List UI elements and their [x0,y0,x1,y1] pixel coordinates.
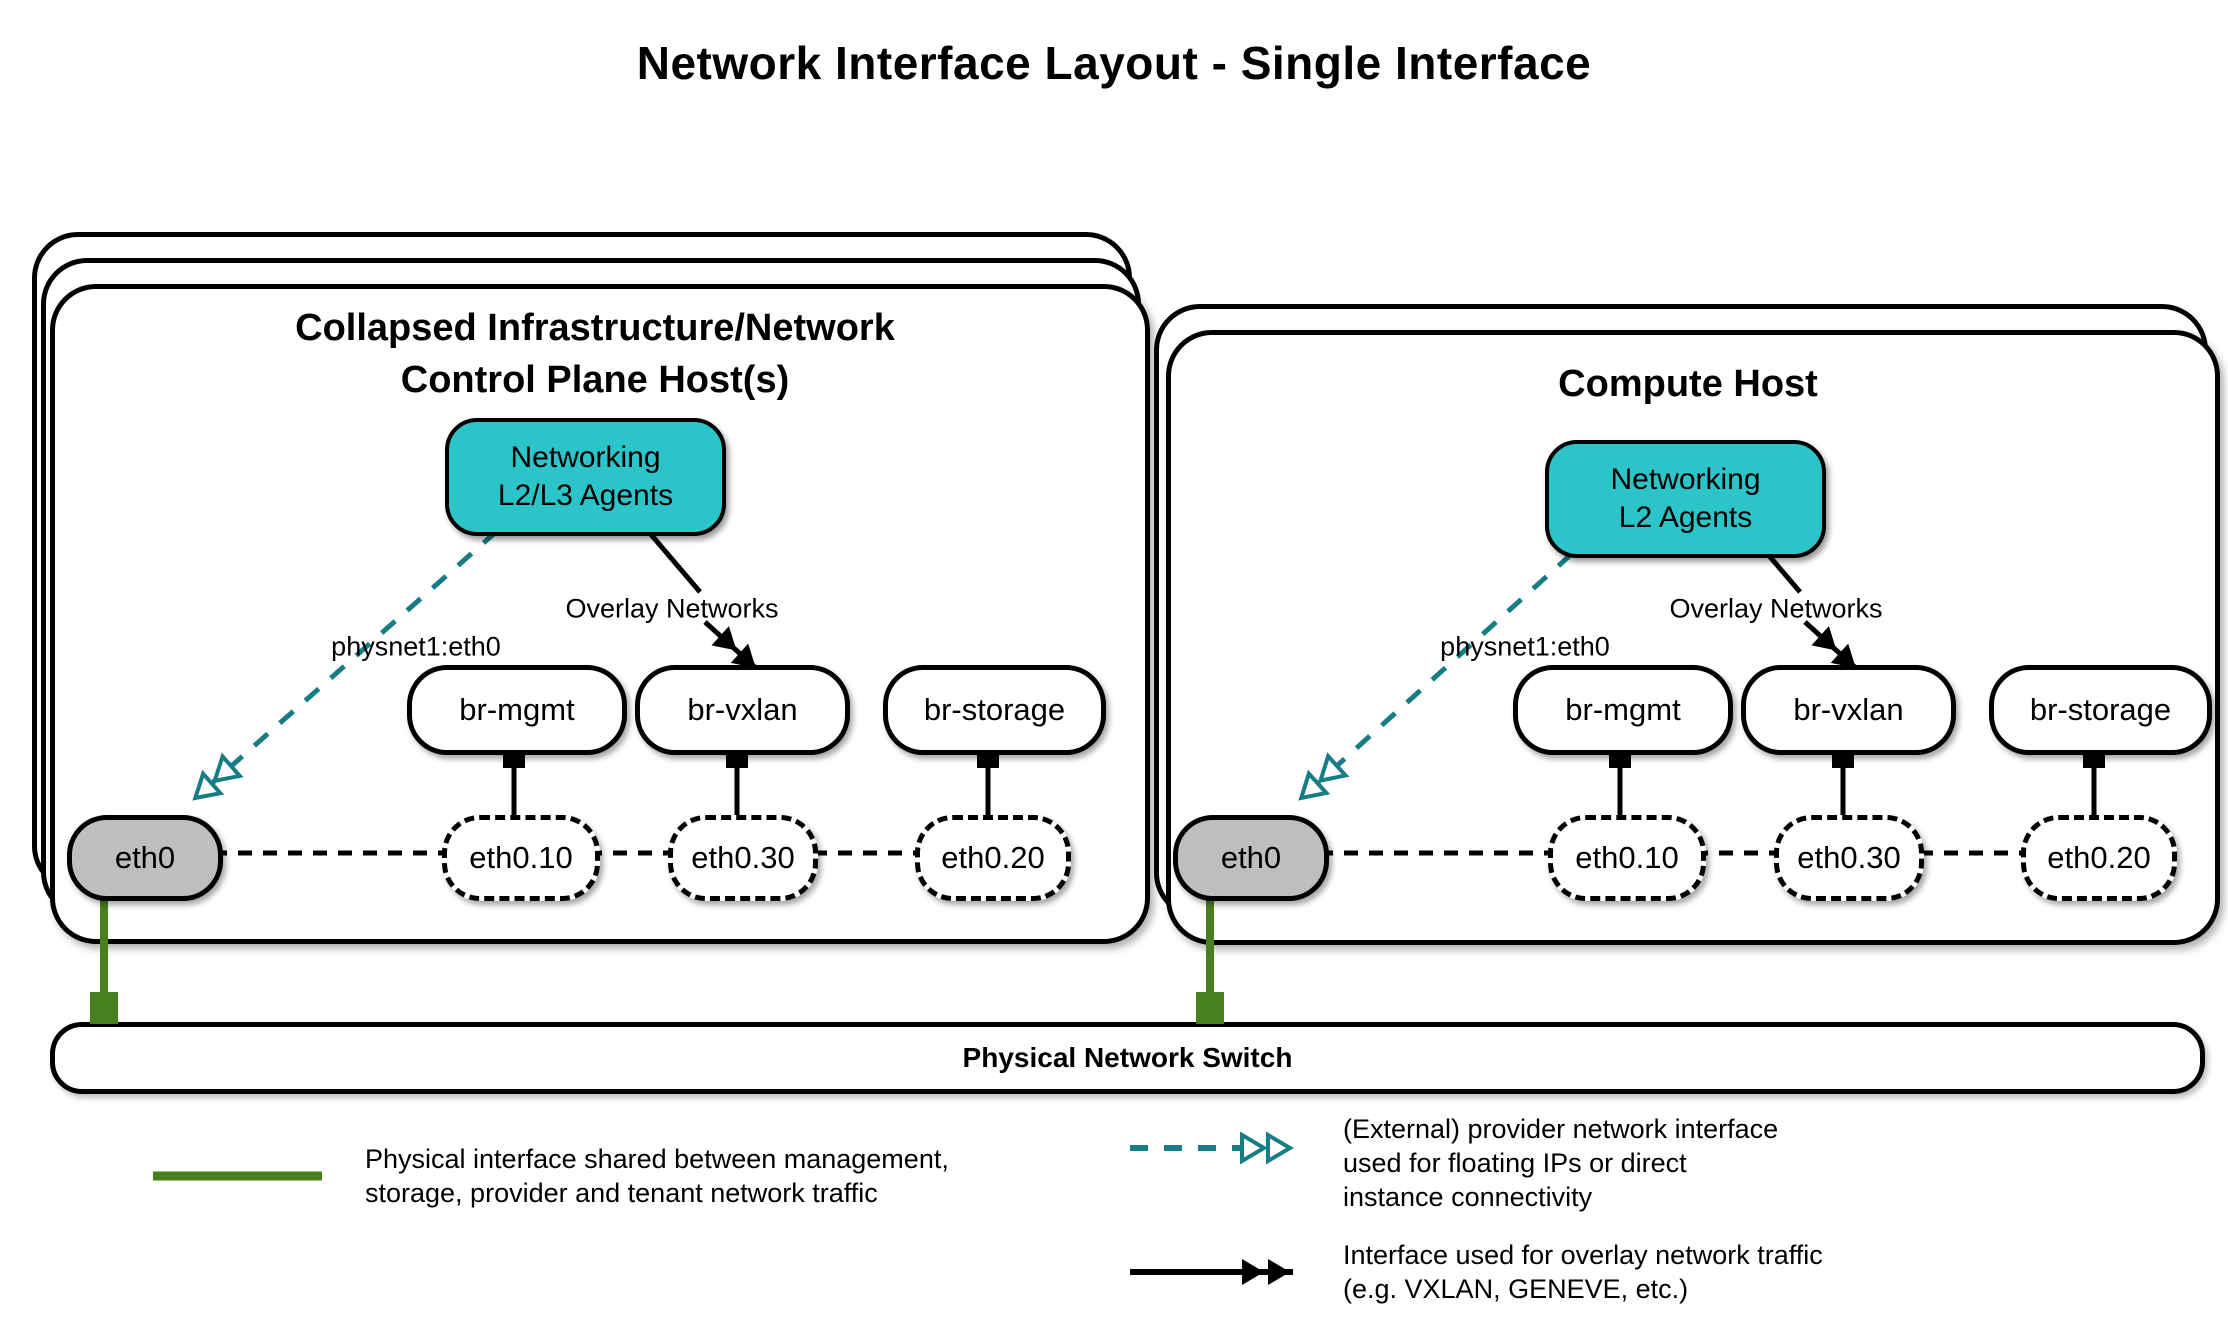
compute-host-title-line1: Compute Host [1558,363,1818,405]
legend-overlay-line2: (e.g. VXLAN, GENEVE, etc.) [1343,1274,1689,1304]
compute-eth0-30-node: eth0.30 [1774,815,1924,901]
cp-provider-arrow-label: physnet1:eth0 [331,631,501,662]
legend-physical-line2: storage, provider and tenant network tra… [365,1178,878,1208]
compute-switch-port [1196,992,1224,1024]
compute-agents-line1: Networking [1610,463,1761,496]
cp-agents-line1: Networking [510,441,661,474]
legend-item-overlay: Interface used for overlay network traff… [1343,1238,1823,1306]
cp-overlay-arrow-label: Overlay Networks [565,593,779,624]
cp-overlay-arrow-seg1 [646,529,702,594]
cp-host-title: Collapsed Infrastructure/Network Control… [50,302,1140,406]
cp-eth0-10-node: eth0.10 [442,815,600,901]
legend-item-provider: (External) provider network interface us… [1343,1112,1778,1214]
cp-host-title-line2: Control Plane Host(s) [400,359,790,401]
cp-host-title-line1: Collapsed Infrastructure/Network [295,307,895,349]
cp-switch-port [90,992,118,1024]
legend-provider-line1: (External) provider network interface [1343,1114,1779,1144]
compute-agents-line2: L2 Agents [1618,501,1753,534]
compute-overlay-arrow-label: Overlay Networks [1669,593,1883,624]
compute-eth0-node: eth0 [1173,815,1329,901]
legend-item-physical: Physical interface shared between manage… [365,1142,949,1210]
cp-eth0-30-node: eth0.30 [668,815,818,901]
legend-provider-line2: used for floating IPs or direct [1343,1148,1687,1178]
cp-br-mgmt-node: br-mgmt [407,665,627,755]
cp-overlay-arrow-seg2 [703,620,760,672]
legend-overlay-line1: Interface used for overlay network traff… [1343,1240,1823,1270]
compute-br-vxlan-node: br-vxlan [1741,665,1956,755]
compute-overlay-arrow-seg2 [1803,620,1860,672]
compute-host-title: Compute Host [1166,358,2210,410]
compute-br-mgmt-node: br-mgmt [1513,665,1733,755]
cp-eth0-20-node: eth0.20 [915,815,1071,901]
legend-physical-line1: Physical interface shared between manage… [365,1144,949,1174]
cp-br-vxlan-node: br-vxlan [635,665,850,755]
cp-br-storage-node: br-storage [883,665,1106,755]
switch-label: Physical Network Switch [962,1042,1293,1073]
compute-agents-box: Networking L2 Agents [1545,440,1826,558]
legend-provider-line3: instance connectivity [1343,1182,1593,1212]
diagram-title: Network Interface Layout - Single Interf… [636,37,1592,89]
compute-provider-arrow-label: physnet1:eth0 [1440,631,1610,662]
cp-eth0-node: eth0 [67,815,223,901]
compute-eth0-20-node: eth0.20 [2021,815,2177,901]
compute-br-storage-node: br-storage [1989,665,2212,755]
cp-agents-box: Networking L2/L3 Agents [445,418,726,536]
cp-agents-line2: L2/L3 Agents [497,479,674,512]
physical-network-switch: Physical Network Switch [50,1022,2205,1094]
compute-eth0-10-node: eth0.10 [1548,815,1706,901]
